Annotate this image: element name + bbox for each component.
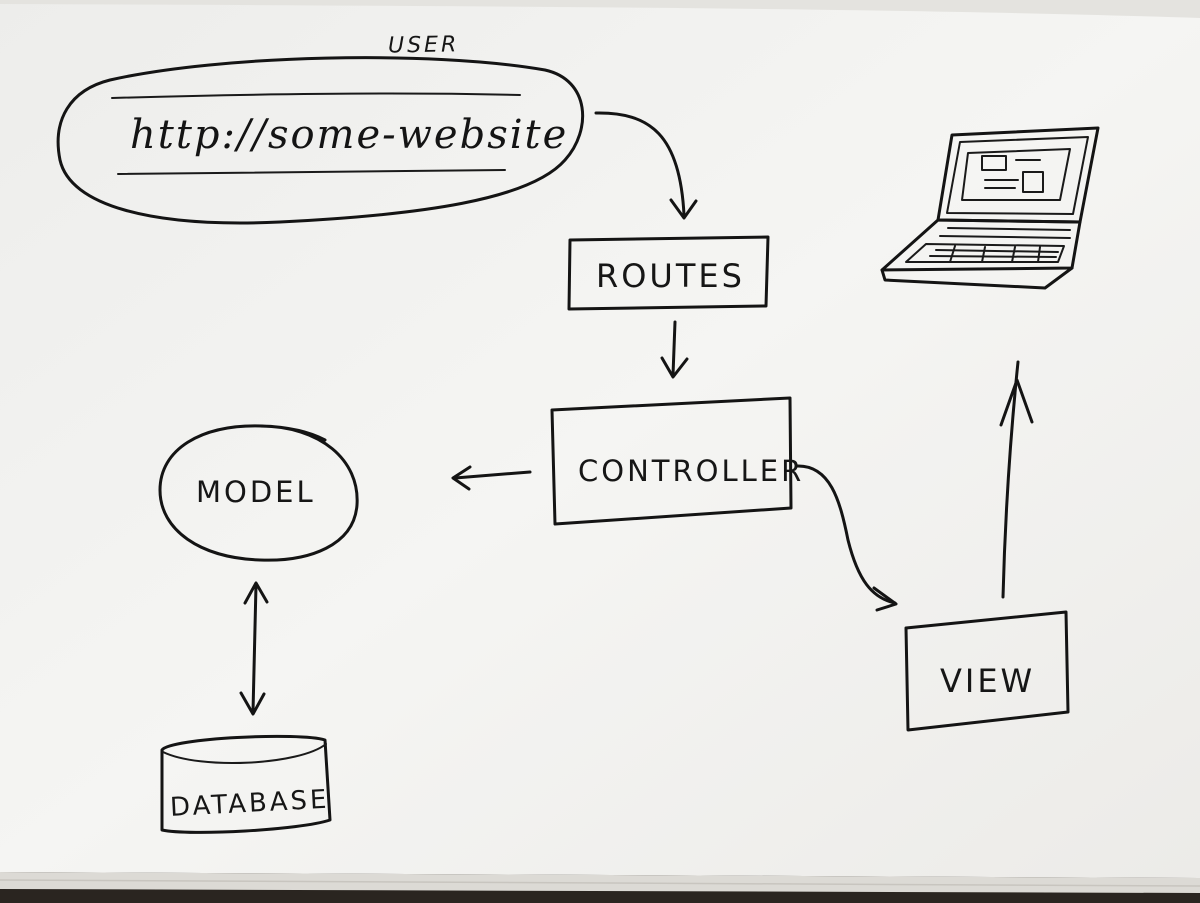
url-text: http://some-website	[130, 112, 568, 158]
controller-label: CONTROLLER	[578, 454, 804, 488]
model-circle	[158, 424, 359, 562]
view-box	[904, 610, 1070, 732]
arrow-routes-to-controller	[671, 320, 677, 377]
laptop-icon	[880, 126, 1100, 290]
arrow-model-database	[251, 583, 258, 714]
view-label: VIEW	[940, 662, 1035, 700]
model-label: MODEL	[196, 475, 316, 509]
routes-label: ROUTES	[596, 257, 745, 295]
paper-top-edge	[0, 0, 1200, 18]
page-stack-line	[0, 879, 1200, 887]
database-cylinder-rim	[162, 743, 327, 765]
routes-box	[567, 235, 770, 311]
arrow-model-database-head-down	[239, 691, 266, 716]
url-bubble	[56, 56, 585, 225]
arrow-view-to-laptop-head	[999, 378, 1034, 427]
arrow-controller-to-model	[453, 470, 532, 480]
arrow-controller-to-view	[795, 464, 897, 605]
arrow-controller-to-view-head	[872, 586, 898, 612]
arrow-view-to-laptop	[1001, 360, 1020, 599]
controller-box	[550, 396, 793, 526]
url-underline-bottom	[117, 169, 506, 175]
url-underline-top	[111, 92, 521, 99]
arrow-model-database-head-up	[243, 581, 269, 605]
arrow-controller-to-model-head	[451, 465, 472, 491]
database-cylinder	[160, 734, 332, 834]
arrow-routes-to-controller-head	[660, 356, 689, 379]
user-label: USER	[388, 32, 460, 58]
arrow-url-to-routes	[594, 111, 686, 217]
arrow-url-to-routes-head	[669, 198, 698, 220]
